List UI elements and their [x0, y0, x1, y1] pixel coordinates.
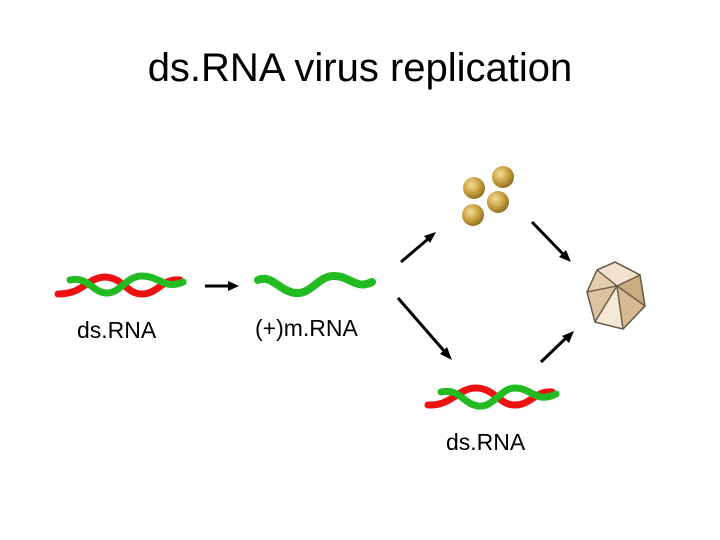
plus-strand: [66, 272, 187, 297]
arrow-to-dsrna: [396, 297, 452, 360]
protein-cluster-icon: [462, 166, 514, 226]
dsrna-helix-left: [54, 272, 187, 298]
arrow-to-proteins: [400, 232, 436, 264]
arrow-dsrna-to-capsid: [539, 331, 574, 364]
label-dsrna-bottom: ds.RNA: [446, 429, 526, 455]
plus-strand: [437, 384, 560, 410]
arrow-transcription: [205, 281, 239, 291]
dsrna-helix-bottom: [424, 384, 560, 410]
label-dsrna-left: ds.RNA: [77, 317, 157, 343]
slide-title: ds.RNA virus replication: [147, 46, 573, 90]
label-mrna: (+)m.RNA: [255, 315, 358, 341]
arrow-to-capsid: [530, 220, 571, 262]
icosahedral-capsid-icon: [586, 261, 646, 330]
mrna-strand: [254, 271, 376, 297]
